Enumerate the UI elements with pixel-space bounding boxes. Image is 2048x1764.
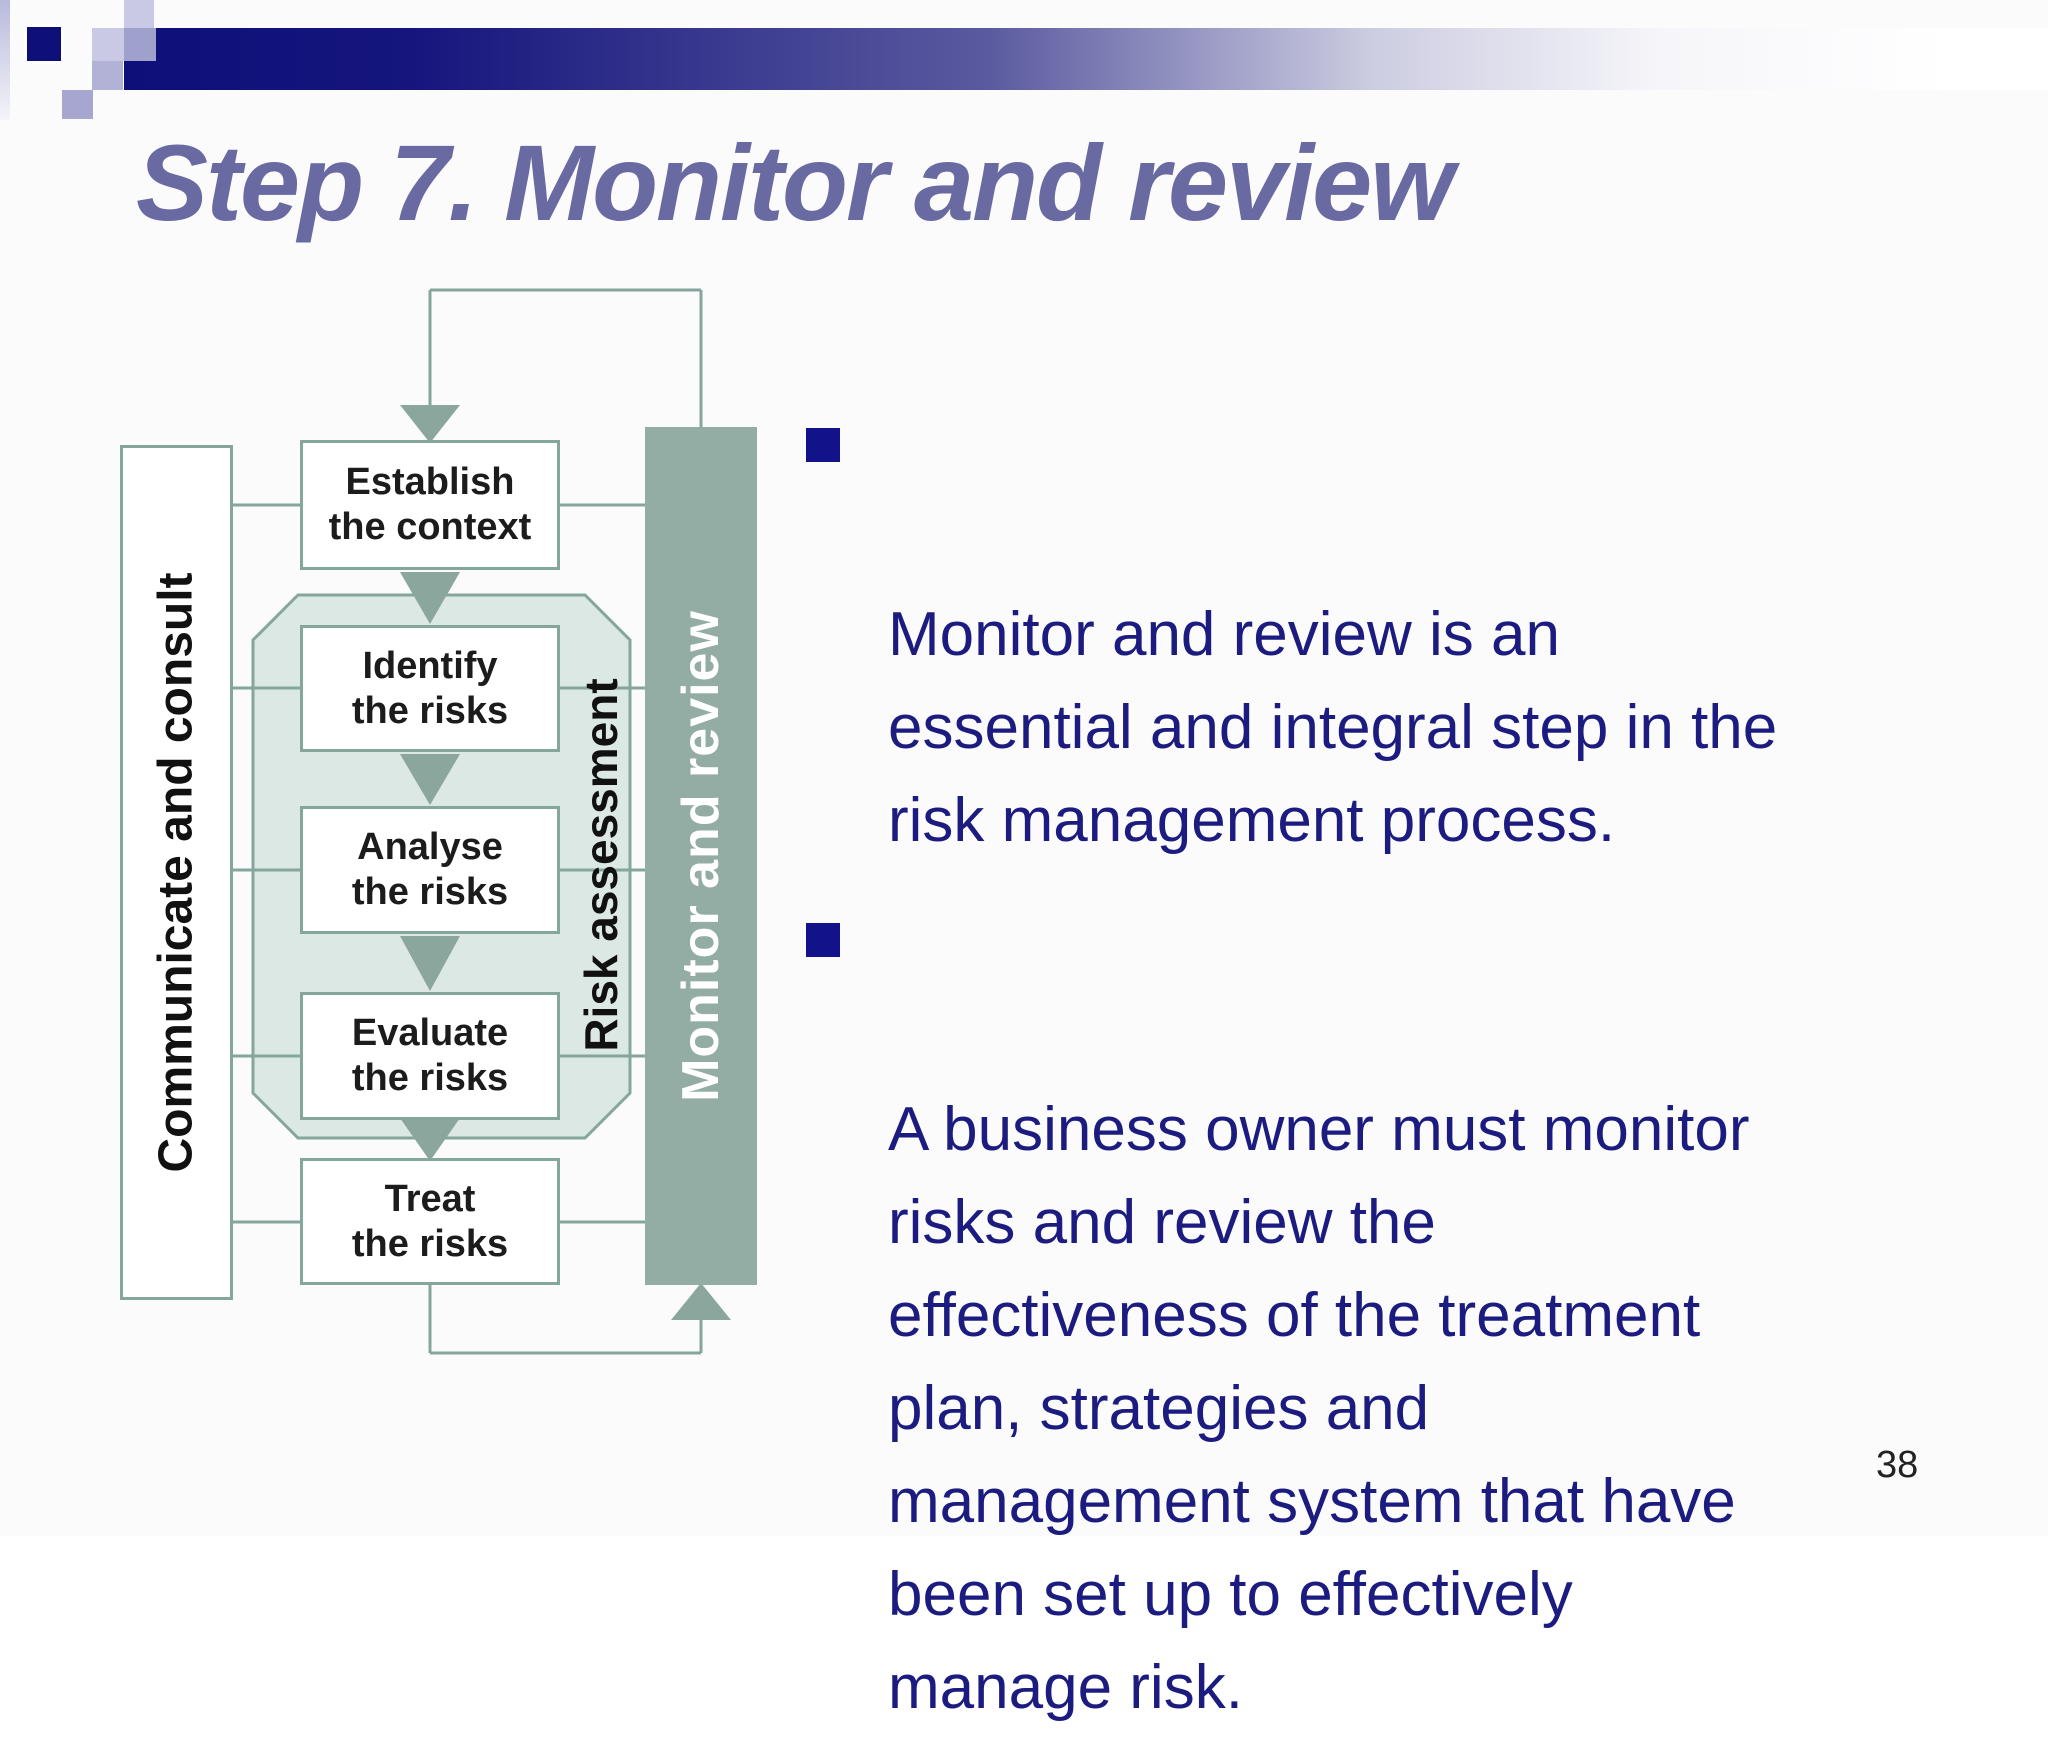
decor-gradient-strip bbox=[0, 0, 10, 120]
bullet-text: Monitor and review is an essential and i… bbox=[888, 600, 1778, 855]
decor-gradient-bar bbox=[124, 28, 2048, 90]
decor-square bbox=[62, 90, 93, 119]
bullet-list: Monitor and review is an essential and i… bbox=[806, 402, 2048, 1764]
decor-square bbox=[124, 28, 156, 61]
decor-square bbox=[92, 28, 124, 61]
monitor-review-rail: Monitor and review bbox=[645, 427, 757, 1285]
decor-square bbox=[124, 0, 154, 28]
monitor-review-label: Monitor and review bbox=[672, 610, 730, 1102]
bullet-text: A business owner must monitor risks and … bbox=[888, 1095, 1750, 1722]
flow-arrows bbox=[400, 405, 731, 1320]
analyse-risks-box: Analyse the risks bbox=[300, 806, 560, 934]
arrow-down-icon bbox=[400, 1118, 460, 1161]
identify-risks-box: Identify the risks bbox=[300, 625, 560, 752]
decor-square bbox=[92, 61, 123, 90]
page-title: Step 7. Monitor and review bbox=[136, 122, 1454, 243]
arrow-down-icon bbox=[400, 754, 460, 805]
list-item: Monitor and review is an essential and i… bbox=[806, 402, 2048, 867]
risk-process-diagram: Communicate and consult Monitor and revi… bbox=[90, 275, 800, 1435]
arrow-down-icon bbox=[400, 405, 460, 443]
risk-assessment-label: Risk assessment bbox=[575, 678, 627, 1052]
slide: Step 7. Monitor and review bbox=[0, 0, 2048, 1722]
evaluate-risks-box: Evaluate the risks bbox=[300, 992, 560, 1120]
communicate-consult-rail: Communicate and consult bbox=[120, 445, 233, 1300]
decor-square bbox=[27, 27, 61, 61]
communicate-consult-label: Communicate and consult bbox=[150, 572, 204, 1173]
arrow-down-icon bbox=[400, 936, 460, 991]
bullet-marker bbox=[806, 428, 840, 462]
page-number: 38 bbox=[1876, 1444, 1919, 1486]
bullet-marker bbox=[806, 923, 840, 957]
arrow-down-icon bbox=[400, 572, 460, 624]
arrow-up-icon bbox=[671, 1283, 731, 1320]
treat-risks-box: Treat the risks bbox=[300, 1158, 560, 1285]
establish-context-box: Establish the context bbox=[300, 440, 560, 570]
connector-lines bbox=[233, 288, 703, 1355]
list-item: A business owner must monitor risks and … bbox=[806, 897, 2048, 1734]
